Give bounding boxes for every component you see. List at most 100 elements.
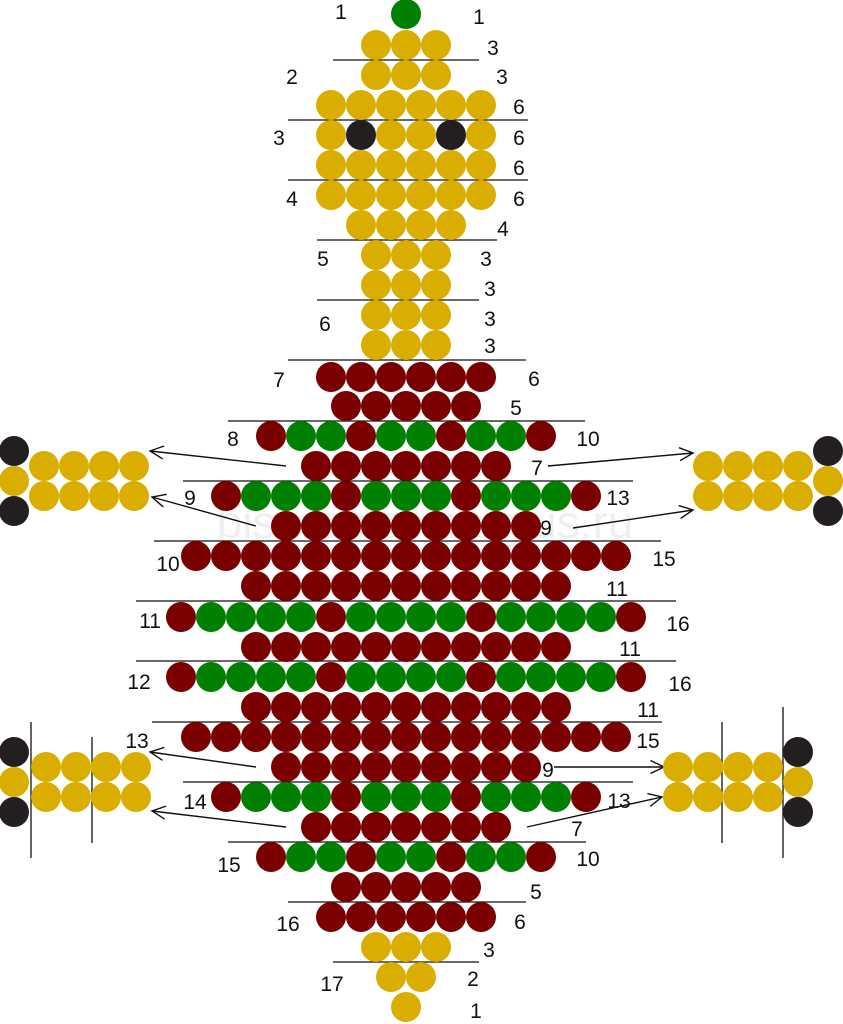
bead bbox=[496, 842, 526, 872]
limb-bead bbox=[0, 466, 29, 496]
bead bbox=[466, 180, 496, 210]
bead bbox=[376, 120, 406, 150]
bead bbox=[406, 421, 436, 451]
row-count-label: 5 bbox=[510, 397, 522, 420]
bead bbox=[391, 872, 421, 902]
bead bbox=[301, 571, 331, 601]
limb-bead bbox=[0, 797, 29, 827]
bead bbox=[301, 722, 331, 752]
row-count-label: 6 bbox=[528, 368, 540, 391]
limb-bead bbox=[753, 752, 783, 782]
bead bbox=[361, 391, 391, 421]
bead bbox=[541, 481, 571, 511]
bead bbox=[316, 180, 346, 210]
bead bbox=[361, 481, 391, 511]
limb-bead bbox=[783, 481, 813, 511]
bead bbox=[466, 902, 496, 932]
bead bbox=[376, 150, 406, 180]
bead bbox=[241, 632, 271, 662]
bead bbox=[481, 692, 511, 722]
bead bbox=[301, 451, 331, 481]
bead bbox=[346, 902, 376, 932]
bead bbox=[346, 602, 376, 632]
bead bbox=[526, 662, 556, 692]
limb-bead bbox=[91, 752, 121, 782]
bead bbox=[331, 782, 361, 812]
bead bbox=[541, 692, 571, 722]
row-count-label: 5 bbox=[530, 881, 542, 904]
arrow-line bbox=[149, 450, 287, 467]
row-count-label: 13 bbox=[125, 730, 148, 753]
bead bbox=[391, 391, 421, 421]
limb-bead bbox=[31, 752, 61, 782]
bead bbox=[406, 602, 436, 632]
bead bbox=[421, 481, 451, 511]
row-count-label: 1 bbox=[470, 1000, 482, 1023]
bead bbox=[256, 602, 286, 632]
row-count-label: 3 bbox=[484, 308, 496, 331]
bead bbox=[526, 421, 556, 451]
bead bbox=[421, 752, 451, 782]
limb-bead bbox=[723, 752, 753, 782]
bead bbox=[541, 541, 571, 571]
bead bbox=[451, 451, 481, 481]
bead bbox=[361, 60, 391, 90]
bead bbox=[571, 782, 601, 812]
limb-bead bbox=[29, 481, 59, 511]
bead bbox=[301, 632, 331, 662]
row-count-label: 13 bbox=[607, 790, 630, 813]
bead bbox=[421, 932, 451, 962]
bead bbox=[376, 902, 406, 932]
bead bbox=[211, 541, 241, 571]
bead bbox=[391, 752, 421, 782]
bead bbox=[376, 180, 406, 210]
bead bbox=[511, 782, 541, 812]
bead bbox=[451, 571, 481, 601]
limb-bead bbox=[91, 782, 121, 812]
bead bbox=[376, 90, 406, 120]
bead bbox=[601, 541, 631, 571]
bead bbox=[256, 421, 286, 451]
limb-bead bbox=[121, 752, 151, 782]
bead bbox=[421, 722, 451, 752]
bead bbox=[481, 541, 511, 571]
row-count-label: 4 bbox=[497, 218, 509, 241]
limb-bead bbox=[723, 481, 753, 511]
row-count-label: 14 bbox=[183, 791, 207, 814]
arrow-line bbox=[149, 751, 257, 768]
bead bbox=[436, 150, 466, 180]
bead bbox=[331, 722, 361, 752]
bead bbox=[316, 421, 346, 451]
bead bbox=[436, 120, 466, 150]
bead bbox=[406, 362, 436, 392]
bead bbox=[346, 421, 376, 451]
bead bbox=[361, 752, 391, 782]
row-count-label: 1 bbox=[335, 1, 347, 24]
row-count-label: 3 bbox=[487, 37, 499, 60]
limb-bead bbox=[813, 496, 843, 526]
limb-bead bbox=[121, 782, 151, 812]
limb-bead bbox=[693, 752, 723, 782]
bead bbox=[496, 662, 526, 692]
row-count-label: 12 bbox=[127, 671, 150, 694]
limb-bead bbox=[753, 451, 783, 481]
limb-bead bbox=[61, 782, 91, 812]
row-count-label: 11 bbox=[606, 578, 628, 601]
limb-bead bbox=[693, 481, 723, 511]
bead bbox=[346, 120, 376, 150]
bead bbox=[451, 752, 481, 782]
bead bbox=[331, 812, 361, 842]
bead bbox=[481, 722, 511, 752]
arrow-head bbox=[647, 792, 664, 807]
row-count-label: 9 bbox=[184, 487, 196, 510]
bead bbox=[481, 782, 511, 812]
bead bbox=[391, 0, 421, 29]
row-count-label: 6 bbox=[514, 911, 526, 934]
bead bbox=[211, 722, 241, 752]
bead bbox=[436, 362, 466, 392]
bead bbox=[226, 662, 256, 692]
row-count-label: 6 bbox=[513, 127, 525, 150]
bead bbox=[391, 451, 421, 481]
bead bbox=[481, 571, 511, 601]
